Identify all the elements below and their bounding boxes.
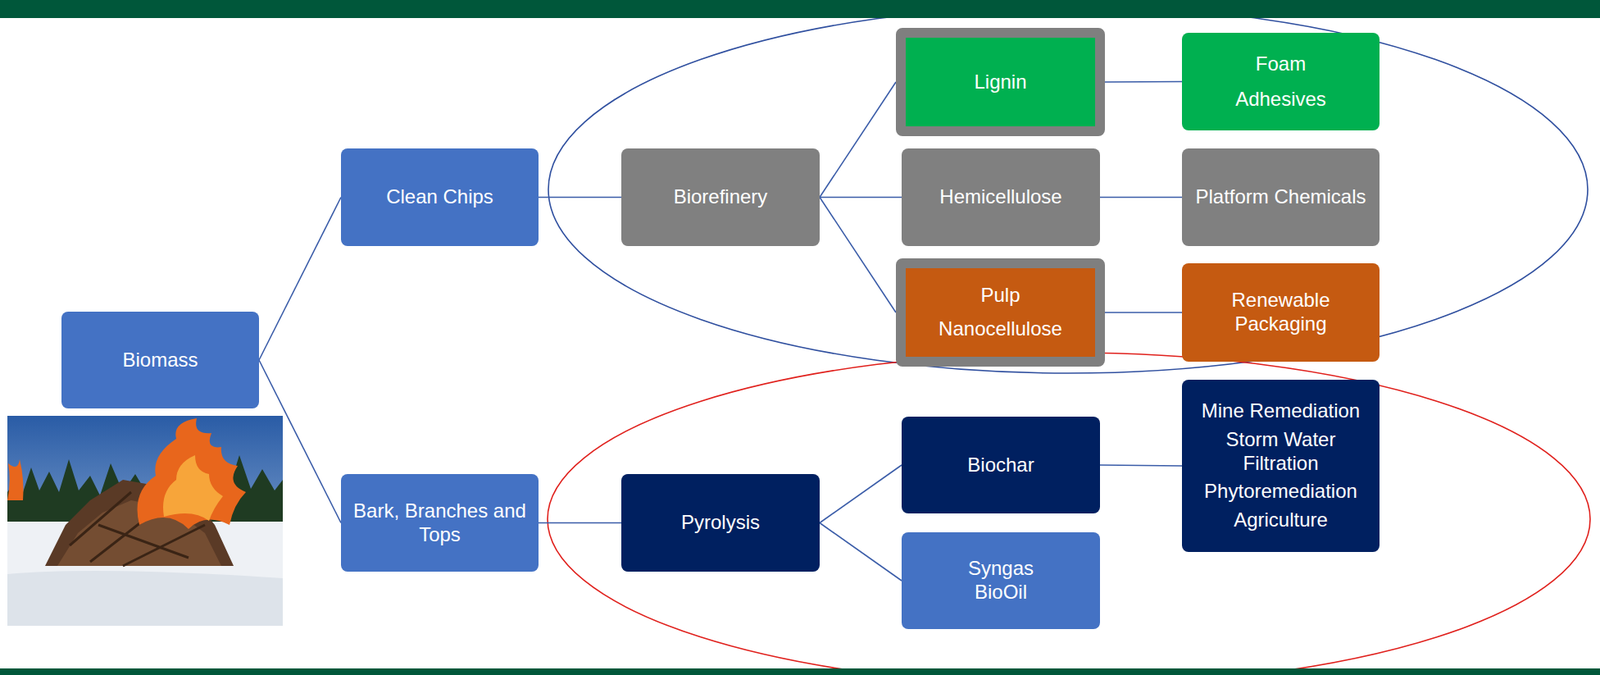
process-box: Pyrolysis [621, 473, 820, 572]
node-label: Bark, Branches and Tops [349, 499, 531, 547]
product-box: PulpNanocellulose [895, 258, 1105, 367]
connector-line [1104, 81, 1182, 83]
connector-line [819, 464, 902, 523]
connector-line [1100, 464, 1182, 466]
node-label: Storm Water Filtration [1190, 427, 1372, 476]
node-label: Renewable Packaging [1190, 288, 1372, 337]
connector-line [819, 81, 896, 198]
feedstock-box: Clean Chips [340, 148, 539, 246]
source-box: Biomass [61, 311, 260, 409]
node-label: Clean Chips [349, 185, 531, 210]
application-box: Mine RemediationStorm Water FiltrationPh… [1181, 379, 1380, 552]
small-flame [7, 459, 24, 500]
connector-line [1104, 311, 1182, 314]
node-label: Phytoremediation [1190, 479, 1372, 504]
biorefinery-group-ellipse [548, 5, 1588, 373]
connector-line [538, 196, 622, 199]
connector-line [538, 522, 622, 524]
node-label: Lignin [913, 70, 1087, 95]
node-label: Hemicellulose [909, 185, 1092, 210]
connector-line [819, 522, 902, 582]
connector-line [259, 359, 341, 523]
node-label: Nanocellulose [913, 317, 1087, 341]
node-label: Mine Remediation [1190, 399, 1372, 423]
node-label: Pulp [913, 283, 1087, 308]
node-label: Biochar [909, 453, 1092, 478]
application-box: FoamAdhesives [1181, 32, 1380, 131]
flame [137, 418, 247, 529]
node-label: Agriculture [1190, 508, 1372, 532]
node-label: Pyrolysis [629, 510, 812, 535]
product-box: Hemicellulose [901, 148, 1100, 246]
connector-line [259, 197, 341, 361]
slash-pile-photo [7, 415, 283, 626]
bottom-bar [0, 668, 1600, 675]
node-label: Biomass [69, 348, 251, 373]
node-label: Platform Chemicals [1190, 185, 1372, 210]
node-label: Adhesives [1190, 87, 1372, 112]
product-box: Biochar [901, 416, 1100, 514]
product-box: Lignin [895, 27, 1105, 137]
node-label: Syngas BioOil [954, 556, 1047, 605]
flame-core [163, 454, 223, 521]
node-label: Foam [1190, 52, 1372, 77]
application-box: Renewable Packaging [1181, 263, 1380, 362]
process-box: Biorefinery [621, 148, 820, 246]
pyrolysis-group-ellipse [547, 352, 1591, 675]
connector-line [819, 196, 902, 199]
node-label: Biorefinery [629, 185, 812, 210]
application-box: Platform Chemicals [1181, 148, 1380, 246]
connector-line [1100, 196, 1182, 199]
product-box: Syngas BioOil [901, 531, 1100, 629]
sky [7, 415, 283, 626]
connector-line [819, 197, 896, 314]
top-bar [0, 0, 1600, 19]
feedstock-box: Bark, Branches and Tops [340, 473, 539, 572]
snow-shadow [7, 570, 283, 626]
